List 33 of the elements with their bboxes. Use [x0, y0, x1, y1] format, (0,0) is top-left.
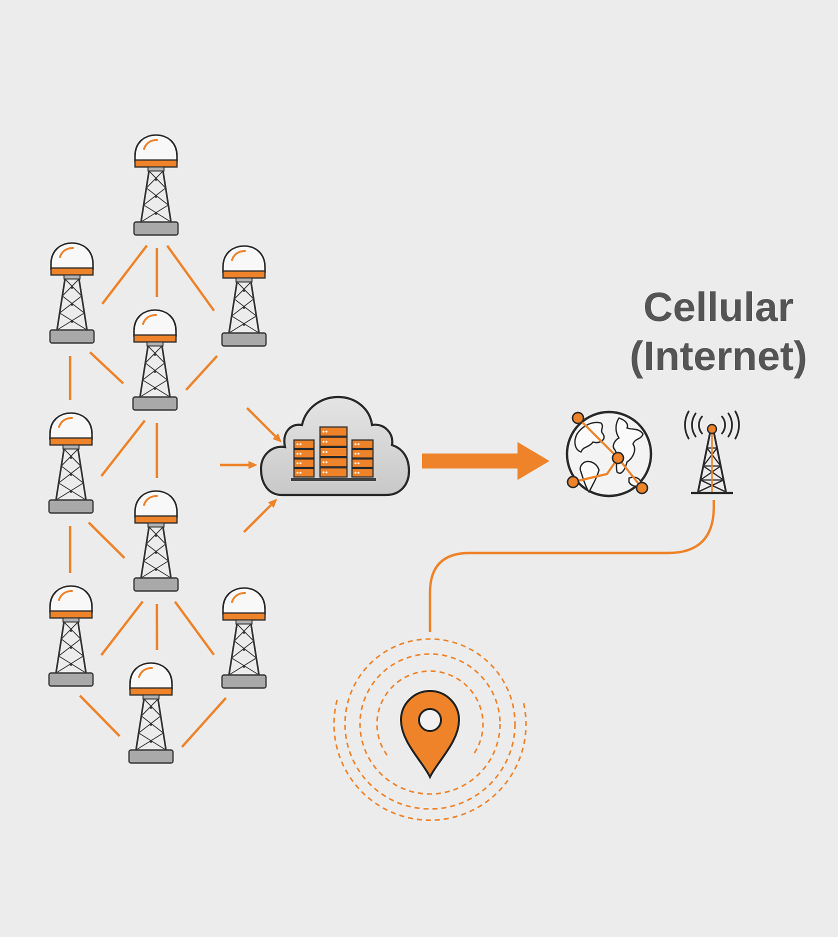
connector-line — [88, 522, 126, 559]
antenna-tower-icon — [221, 587, 267, 689]
connector-line — [174, 600, 215, 656]
connector-line — [100, 420, 146, 477]
section-label: Cellular (Internet) — [628, 283, 808, 381]
connector-line — [166, 245, 215, 312]
cloud-server-icon — [260, 395, 410, 497]
connector-line — [185, 355, 218, 391]
arrow — [220, 461, 258, 469]
connector-line — [181, 697, 227, 748]
location-pin-icon — [333, 638, 527, 824]
antenna-tower-icon — [132, 309, 178, 411]
connector-line — [156, 423, 158, 478]
connector-line — [428, 500, 715, 632]
arrow — [246, 407, 282, 443]
connector-line — [156, 604, 158, 650]
block-arrow — [422, 442, 550, 480]
antenna-tower-icon — [221, 245, 267, 347]
connector-line — [101, 244, 148, 305]
connector-line — [68, 526, 72, 573]
antenna-tower-icon — [133, 490, 179, 592]
antenna-tower-icon — [128, 662, 174, 764]
connector-line — [100, 600, 144, 656]
antenna-tower-icon — [49, 242, 95, 344]
connector-line — [68, 356, 72, 400]
connector-line — [89, 351, 124, 384]
connector-line — [79, 694, 120, 737]
antenna-tower-icon — [48, 585, 94, 687]
cell-tower-icon — [682, 408, 742, 496]
antenna-tower-icon — [133, 134, 179, 236]
antenna-tower-icon — [48, 412, 94, 514]
connector-line — [156, 248, 158, 297]
arrow — [243, 498, 278, 533]
